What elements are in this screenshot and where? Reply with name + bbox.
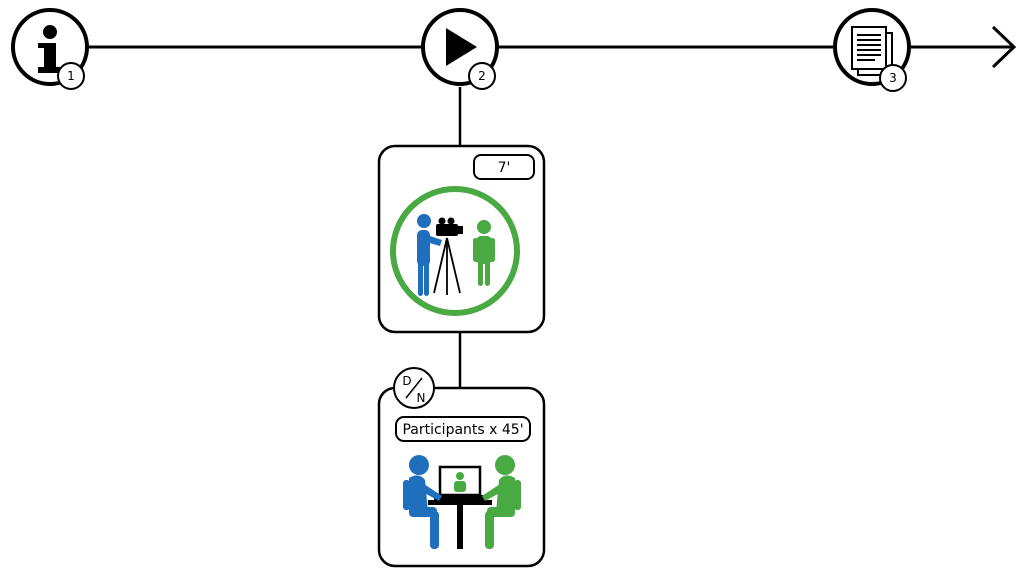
interview-card: D N Participants x 45' xyxy=(377,367,546,568)
step-3-number: 3 xyxy=(889,71,897,85)
day-night-badge: D N xyxy=(393,367,435,409)
camera-operator xyxy=(417,214,442,296)
duration-tag-text: 7' xyxy=(498,160,511,176)
step-1-number: 1 xyxy=(67,69,75,83)
day-night-badge-top: D xyxy=(402,374,411,388)
day-night-badge-bottom: N xyxy=(417,391,426,405)
participants-tag xyxy=(395,416,531,442)
camera-filming-person-icon xyxy=(390,186,520,316)
step-2-number: 2 xyxy=(478,69,486,83)
step-3-badge xyxy=(879,64,907,92)
filming-ring xyxy=(390,186,520,316)
step-1: 1 xyxy=(11,8,89,90)
duration-tag xyxy=(473,154,535,180)
step-2-badge xyxy=(468,62,496,90)
participants-tag-text: Participants x 45' xyxy=(402,422,523,438)
document-icon xyxy=(851,26,893,76)
step-2: 2 xyxy=(421,8,499,90)
filming-card: 7' xyxy=(377,144,546,334)
step-1-badge xyxy=(57,62,85,90)
play-icon xyxy=(446,28,477,66)
filmed-subject xyxy=(473,220,495,286)
video-call-interview-icon xyxy=(403,455,521,549)
step-3: 3 xyxy=(833,8,911,92)
interviewee-right xyxy=(482,455,521,549)
arrow-head-icon xyxy=(991,25,1017,69)
interviewer-left xyxy=(403,455,442,549)
info-icon xyxy=(38,25,62,73)
